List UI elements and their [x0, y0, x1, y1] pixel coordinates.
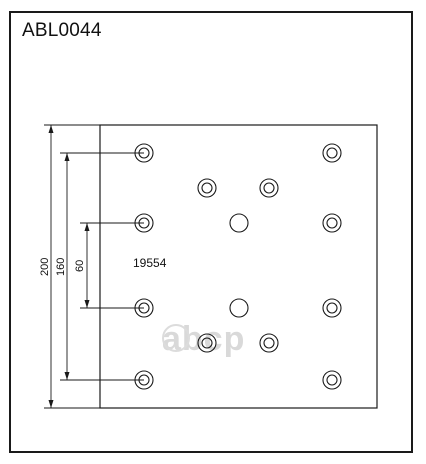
- arrowhead: [84, 223, 90, 231]
- arrowhead: [64, 372, 70, 380]
- rivet-hole: [134, 370, 154, 390]
- arrowhead: [64, 153, 70, 161]
- rivet-hole: [134, 298, 154, 318]
- watermark-mark: [162, 324, 190, 352]
- rivet-hole: [322, 143, 342, 163]
- arrowhead: [84, 300, 90, 308]
- dimension-label-200: 200: [39, 258, 51, 276]
- rivet-hole: [322, 370, 342, 390]
- arrowhead: [48, 125, 54, 133]
- rivet-hole: [322, 298, 342, 318]
- center-hole: [229, 298, 249, 318]
- reference-number: 19554: [133, 256, 167, 270]
- rivet-hole: [134, 143, 154, 163]
- dimension-label-60: 60: [74, 260, 86, 272]
- dimension-label-160: 160: [55, 258, 67, 276]
- drawing-frame: [9, 11, 413, 453]
- rivet-hole: [322, 213, 342, 233]
- rivet-hole: [134, 213, 154, 233]
- rivet-hole: [259, 178, 279, 198]
- center-hole: [229, 213, 249, 233]
- rivet-hole: [259, 333, 279, 353]
- lining-plate-outline: [99, 124, 378, 409]
- part-code: ABL0044: [22, 20, 102, 41]
- rivet-hole: [197, 178, 217, 198]
- arrowhead: [48, 400, 54, 408]
- rivet-hole: [197, 333, 217, 353]
